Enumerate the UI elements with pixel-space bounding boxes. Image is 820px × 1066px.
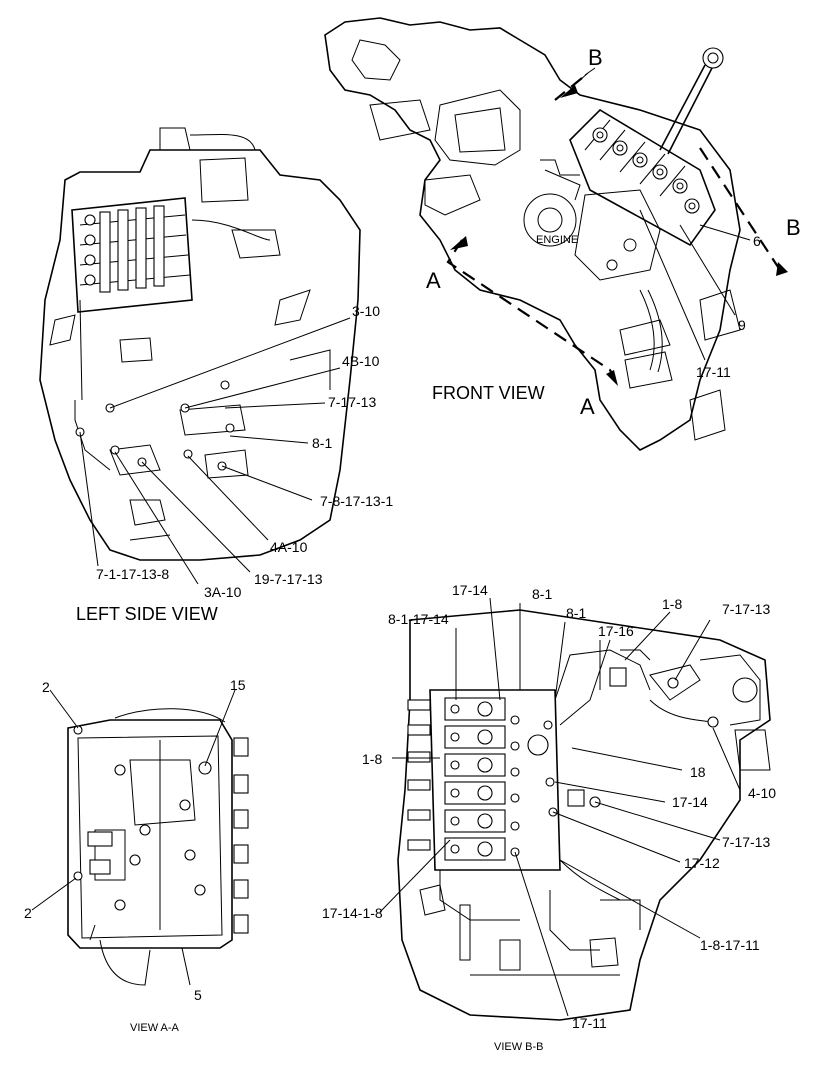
front-view-drawing <box>324 17 741 451</box>
arrow-icon <box>450 236 468 250</box>
callout-18: 18 <box>690 764 706 780</box>
callout-6: 6 <box>753 233 761 249</box>
callout-8-1: 8-1 <box>532 586 552 602</box>
callout-17-14-1-8: 17-14-1-8 <box>322 905 383 921</box>
view-a-a-drawing <box>67 708 249 986</box>
callout-7-1-17-13-8: 7-1-17-13-8 <box>96 566 169 582</box>
callout-17-11: 17-11 <box>696 364 731 380</box>
section-label-b: B <box>786 215 801 240</box>
callout-2: 2 <box>24 905 32 921</box>
callout-1-8: 1-8 <box>362 751 382 767</box>
section-line-b <box>699 147 781 271</box>
callout-1-8: 1-8 <box>662 596 682 612</box>
callout-4b-10: 4B-10 <box>342 353 380 369</box>
callout-4a-10: 4A-10 <box>270 539 308 555</box>
callout-8-1-17-14: 8-1-17-14 <box>388 611 449 627</box>
valve-stack <box>444 697 520 861</box>
arrow-icon <box>560 85 578 98</box>
callout-7-17-13: 7-17-13 <box>722 834 770 850</box>
view-a-a: 2 15 2 5 VIEW A-A <box>24 677 249 1034</box>
callout-7-17-13: 7-17-13 <box>722 601 770 617</box>
view-a-a-title: VIEW A-A <box>130 1022 180 1034</box>
engine-label: ENGINE <box>536 234 578 246</box>
front-view-title: FRONT VIEW <box>432 383 545 403</box>
callout-17-14: 17-14 <box>672 794 708 810</box>
callout-7-17-13: 7-17-13 <box>328 394 376 410</box>
callout-17-14: 17-14 <box>452 582 488 598</box>
callout-5: 5 <box>194 987 202 1003</box>
view-b-b-title: VIEW B-B <box>494 1041 544 1053</box>
callout-17-11: 17-11 <box>572 1015 607 1031</box>
left-side-view-drawing <box>39 127 361 561</box>
callout-19-7-17-13: 19-7-17-13 <box>254 571 323 587</box>
left-side-view-title: LEFT SIDE VIEW <box>76 604 218 624</box>
callout-7-8-17-13-1: 7-8-17-13-1 <box>320 493 393 509</box>
callout-3-10: 3-10 <box>352 303 380 319</box>
callout-4-10: 4-10 <box>748 785 776 801</box>
callout-15: 15 <box>230 677 246 693</box>
callout-8-1: 8-1 <box>312 435 332 451</box>
section-line-a <box>446 239 616 381</box>
front-view: B B A A ENGINE 6 9 17-11 FRONT VIEW <box>324 17 801 451</box>
left-side-view: 3-10 4B-10 7-17-13 8-1 7-8-17-13-1 4A-10… <box>39 127 393 624</box>
view-b-b-drawing <box>397 609 771 1021</box>
arrow-icon <box>776 262 788 276</box>
callout-1-8-17-11: 1-8-17-11 <box>700 937 760 953</box>
section-line-b <box>554 77 583 101</box>
callout-9: 9 <box>738 317 746 333</box>
callout-2: 2 <box>42 679 50 695</box>
callout-17-12: 17-12 <box>684 855 720 871</box>
callout-17-16: 17-16 <box>598 623 634 639</box>
view-b-b: 17-14 8-1 8-1-17-14 8-1 1-8 7-17-13 17-1… <box>322 582 776 1053</box>
section-label-a: A <box>580 394 595 419</box>
section-label-b: B <box>588 45 603 70</box>
callout-3a-10: 3A-10 <box>204 584 242 600</box>
callout-8-1: 8-1 <box>566 605 586 621</box>
arrow-icon <box>606 370 618 386</box>
section-label-a: A <box>426 268 441 293</box>
